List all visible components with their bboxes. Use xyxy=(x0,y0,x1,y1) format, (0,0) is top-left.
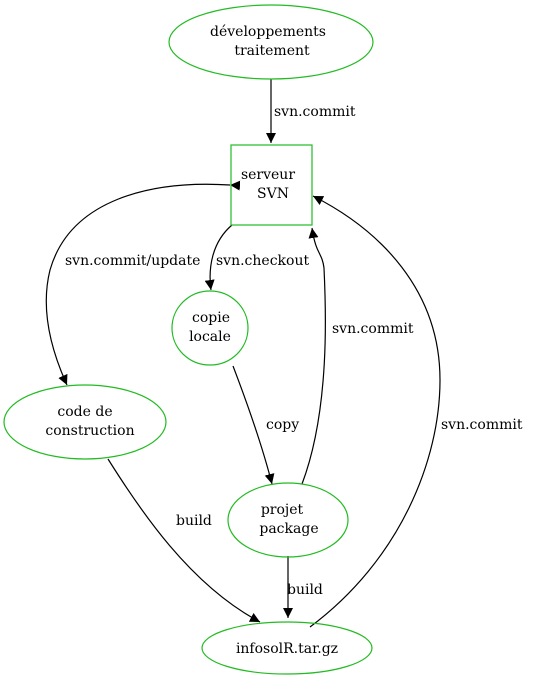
edge-label-code-tar: build xyxy=(176,513,212,529)
node-serveur-svn: serveur SVN xyxy=(230,144,313,226)
node-infosolr-tar-shape xyxy=(201,621,373,675)
node-projet-package-line1: projet xyxy=(261,502,304,518)
node-code-construction: code de construction xyxy=(3,384,167,460)
node-serveur-svn-line2: SVN xyxy=(257,186,289,202)
edges: svn.commit svn.commit/update svn.checkou… xyxy=(45,79,523,628)
edge-label-svn-code: svn.commit/update xyxy=(65,253,200,269)
node-developpements-line2: traitement xyxy=(234,43,310,59)
node-serveur-svn-line1: serveur xyxy=(241,167,295,183)
node-copie-locale-line2: locale xyxy=(189,329,231,345)
node-infosolr-tar-label: infosolR.tar.gz xyxy=(236,641,338,657)
node-code-construction-line2: construction xyxy=(45,423,134,439)
node-copie-locale-shape xyxy=(171,290,249,366)
edge-svn-code-bidirectional xyxy=(45,180,241,386)
node-serveur-svn-shape xyxy=(230,144,313,226)
node-copie-locale: copie locale xyxy=(171,290,249,366)
edge-projet-to-svn xyxy=(301,227,327,485)
edge-label-projet-tar: build xyxy=(287,582,323,598)
nodes: développements traitement serveur SVN co… xyxy=(3,4,374,675)
edge-label-svn-copie: svn.checkout xyxy=(216,253,309,269)
edge-tar-to-svn xyxy=(309,195,441,628)
edge-svn-to-copie xyxy=(204,224,233,291)
edge-label-dev-svn: svn.commit xyxy=(274,104,356,120)
node-projet-package-line2: package xyxy=(259,521,318,537)
node-projet-package: projet package xyxy=(227,482,349,558)
node-developpements-line1: développements xyxy=(210,24,326,40)
node-code-construction-line1: code de xyxy=(57,404,112,420)
edge-label-tar-svn: svn.commit xyxy=(441,417,523,433)
node-infosolr-tar: infosolR.tar.gz xyxy=(201,621,373,675)
node-projet-package-shape xyxy=(227,482,349,558)
edge-code-to-tar xyxy=(107,458,261,623)
node-developpements-shape xyxy=(168,4,374,80)
edge-label-copie-projet: copy xyxy=(266,417,299,433)
node-code-construction-shape xyxy=(3,384,167,460)
edge-label-projet-svn: svn.commit xyxy=(332,321,414,337)
node-developpements: développements traitement xyxy=(168,4,374,80)
edge-copie-to-projet xyxy=(232,365,275,485)
node-copie-locale-line1: copie xyxy=(192,310,230,326)
